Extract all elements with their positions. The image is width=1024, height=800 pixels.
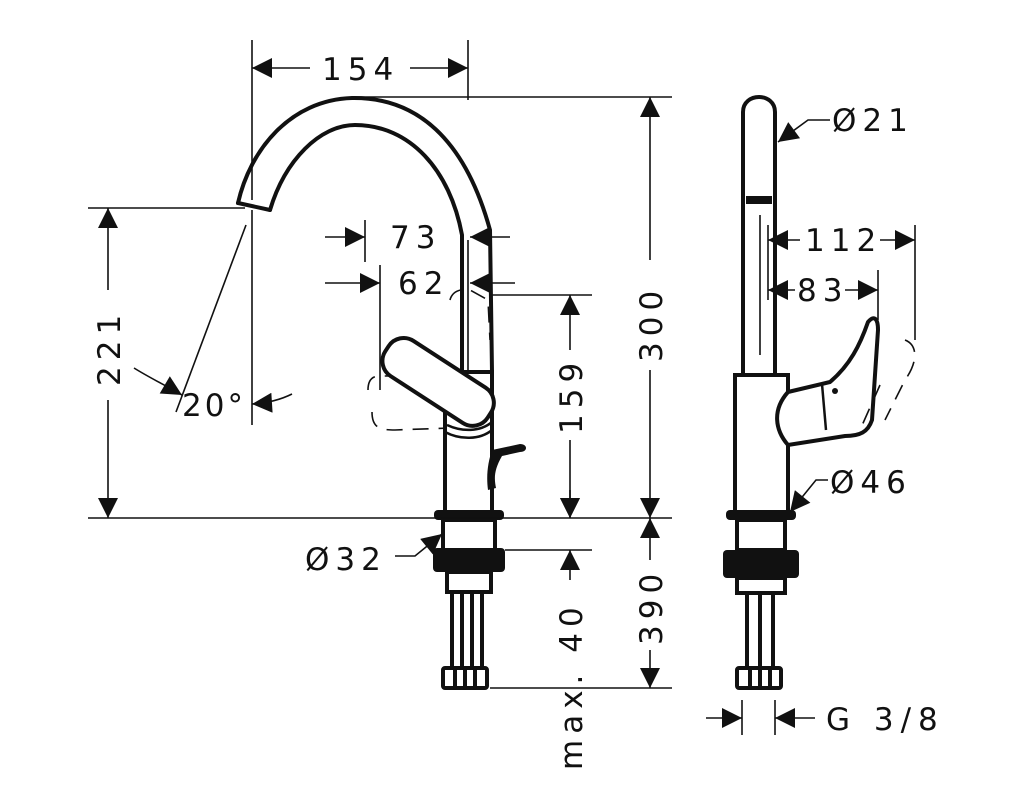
supply-hoses — [450, 590, 484, 670]
faucet-body — [733, 373, 790, 514]
spout-inner — [268, 123, 464, 374]
mounting-nut — [723, 550, 799, 578]
dim-221: 221 — [92, 309, 128, 386]
lever-base-rings — [444, 421, 493, 439]
dim-62: 62 — [398, 266, 449, 302]
leader-arrow — [777, 119, 830, 143]
shank — [735, 518, 787, 552]
lever-joint — [820, 383, 828, 431]
supply-hoses — [745, 591, 775, 670]
side-view-faucet — [723, 95, 916, 690]
side-view-dimensions: Ø21 112 83 Ø46 G 3/8 — [706, 103, 945, 738]
dim-390: 390 — [634, 568, 670, 645]
popup-rod — [487, 444, 526, 490]
mounting-plate — [445, 570, 493, 594]
dim-159: 159 — [554, 357, 590, 434]
dim-300: 300 — [634, 285, 670, 362]
dim-g38: G 3/8 — [826, 702, 945, 738]
spout-outline — [236, 95, 494, 374]
leader-arrow — [395, 533, 443, 557]
mounting-nut — [433, 548, 505, 572]
dim-154: 154 — [322, 52, 399, 88]
dim-max40: max. 40 — [554, 601, 590, 770]
dim-73: 73 — [390, 220, 441, 256]
angle-arrow — [251, 392, 293, 413]
dim-20deg: 20° — [182, 388, 246, 424]
spout-outlet — [236, 201, 272, 212]
angle-arrow — [133, 367, 183, 396]
shank — [441, 518, 497, 552]
base-ring — [726, 510, 796, 520]
spout-tube — [741, 95, 777, 377]
lever-dot — [832, 388, 838, 394]
dim-d21: Ø21 — [832, 103, 914, 139]
mounting-plate — [735, 576, 787, 595]
aerator — [746, 196, 772, 204]
lever-alt-dashed — [859, 339, 916, 431]
dim-d32: Ø32 — [305, 542, 387, 578]
lever-handle — [380, 335, 496, 428]
dim-83: 83 — [797, 273, 848, 309]
dim-112: 112 — [805, 223, 882, 259]
lever-alt-dashed — [367, 288, 491, 431]
leader-arrow — [789, 479, 828, 513]
dim-d46: Ø46 — [830, 465, 912, 501]
angle-line — [175, 224, 247, 413]
hose-nut-ribs — [748, 666, 772, 690]
front-view-faucet — [236, 95, 526, 690]
lever-handle — [775, 316, 881, 448]
front-view-dimensions: 154 300 221 20° 73 62 159 — [88, 40, 672, 770]
hose-nut-ribs — [453, 666, 477, 690]
